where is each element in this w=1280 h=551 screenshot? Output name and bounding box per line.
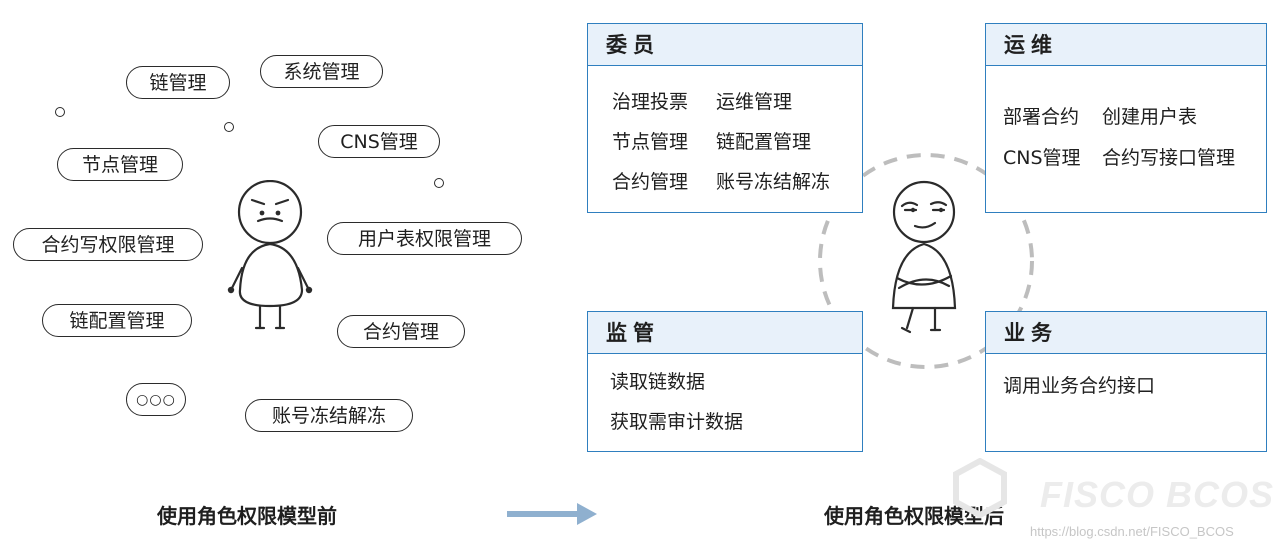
card-business-title: 业务 [986,312,1266,354]
ops-item: 部署合约 [1003,106,1080,128]
committee-item: 运维管理 [716,91,793,113]
bubble-node-management: 节点管理 [57,148,183,181]
bubble-ellipsis: ○○○ [126,383,186,416]
ops-item: CNS管理 [1003,147,1081,169]
supervision-item: 读取链数据 [610,371,706,393]
card-committee-title: 委员 [588,24,862,66]
card-business: 业务 调用业务合约接口 [985,311,1267,452]
card-supervision-title: 监管 [588,312,862,354]
bubble-user-table-permission: 用户表权限管理 [327,222,522,255]
thought-dot [434,178,444,188]
bubble-chain-management: 链管理 [126,66,230,99]
committee-item: 链配置管理 [716,131,812,153]
committee-item: 治理投票 [612,91,689,113]
bubble-contract-management: 合约管理 [337,315,465,348]
thought-dot [224,122,234,132]
watermark-logo-text: FISCO BCOS [1040,474,1275,515]
bubble-cns-management: CNS管理 [318,125,440,158]
confident-person-icon [891,180,957,334]
bubble-account-freeze: 账号冻结解冻 [245,399,413,432]
ops-item: 合约写接口管理 [1102,147,1236,169]
worried-person-icon [227,180,313,330]
card-operations: 运维 部署合约 创建用户表 CNS管理 合约写接口管理 [985,23,1267,213]
fisco-logo-icon [953,458,1007,518]
ops-item: 创建用户表 [1102,106,1198,128]
before-caption: 使用角色权限模型前 [157,504,337,528]
business-item: 调用业务合约接口 [1003,375,1156,397]
arrow-right-icon [507,503,597,525]
after-caption: 使用角色权限模型后 [824,504,1004,528]
dashed-circle [818,153,1034,369]
committee-item: 节点管理 [612,131,689,153]
bubble-chain-config-management: 链配置管理 [42,304,192,337]
thought-dot [55,107,65,117]
card-operations-title: 运维 [986,24,1266,66]
card-committee: 委员 治理投票 运维管理 节点管理 链配置管理 合约管理 账号冻结解冻 [587,23,863,213]
card-supervision: 监管 读取链数据 获取需审计数据 [587,311,863,452]
watermark-url: https://blog.csdn.net/FISCO_BCOS [1030,524,1234,539]
bubble-contract-write-permission: 合约写权限管理 [13,228,203,261]
bubble-system-management: 系统管理 [260,55,383,88]
committee-item: 账号冻结解冻 [716,171,831,193]
supervision-item: 获取需审计数据 [610,411,744,433]
committee-item: 合约管理 [612,171,689,193]
